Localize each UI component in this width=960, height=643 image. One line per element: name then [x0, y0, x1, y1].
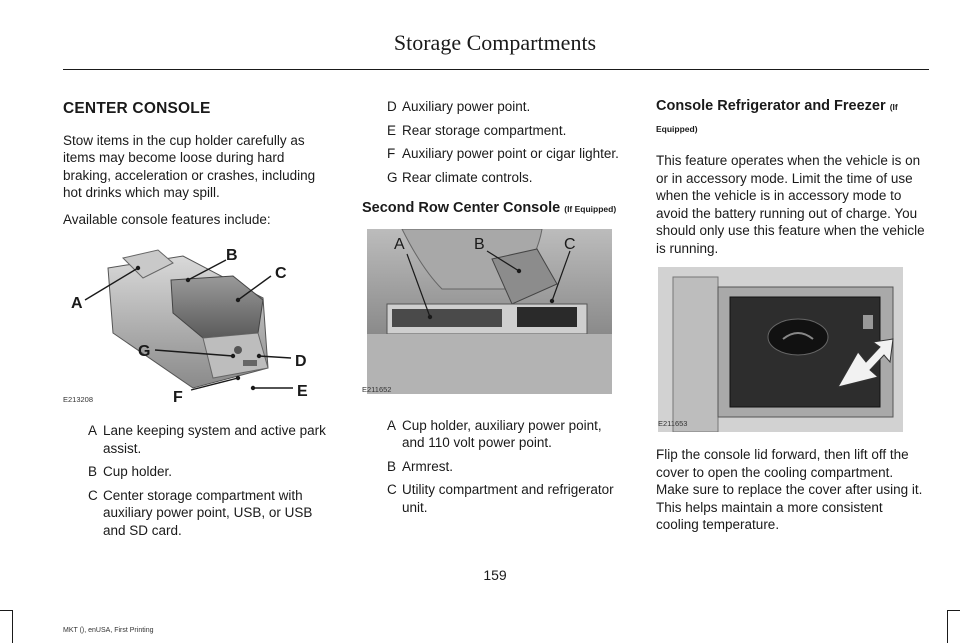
legend-text: Auxiliary power point or cigar lighter.: [402, 146, 619, 161]
figure-code: E211652: [362, 385, 392, 394]
second-row-console-heading-text: Second Row Center Console: [362, 200, 561, 216]
legend-row: C Utility compartment and refrigerator u…: [362, 481, 624, 516]
center-console-legend: A Lane keeping system and active park as…: [63, 422, 333, 539]
legend-row: B Armrest.: [362, 458, 624, 476]
second-row-console-heading: Second Row Center Console (If Equipped): [362, 200, 624, 219]
legend-text: Cup holder.: [103, 464, 173, 479]
legend-text: Armrest.: [402, 458, 454, 474]
legend-key: C: [387, 482, 397, 497]
legend-key: F: [387, 146, 396, 161]
if-equipped-note: (If: [889, 102, 898, 112]
second-row-console-figure: A B C E211652: [362, 228, 617, 399]
callout-a: A: [394, 236, 405, 253]
refrigerator-illustration: [658, 267, 903, 432]
column-1: CENTER CONSOLE Stow items in the cup hol…: [63, 92, 333, 545]
second-row-console-legend: A Cup holder, auxiliary power point, and…: [362, 417, 624, 517]
center-console-legend-continued: D Auxiliary power point. E Rear storage …: [362, 98, 624, 186]
figure-code: E213208: [63, 394, 94, 404]
legend-row: G Rear climate controls.: [362, 169, 624, 187]
callout-c: C: [564, 236, 576, 253]
legend-text: Rear climate controls.: [402, 169, 533, 185]
legend-row: D Auxiliary power point.: [362, 98, 624, 116]
refrigerator-heading-text: Console Refrigerator and Freezer: [656, 98, 886, 114]
legend-key: E: [387, 122, 397, 138]
legend-text: Center storage compartment with auxiliar…: [103, 487, 313, 538]
second-row-console-illustration: A B C: [367, 228, 612, 394]
page-number: 159: [483, 567, 507, 583]
center-console-illustration: A B C D E F G: [71, 247, 308, 406]
legend-row: C Center storage compartment with auxili…: [63, 487, 333, 540]
crop-mark: [12, 610, 13, 643]
legend-text: Auxiliary power point.: [402, 99, 531, 114]
legend-key: D: [387, 99, 397, 114]
callout-b: B: [474, 236, 485, 253]
header-rule: [63, 69, 929, 70]
edition-footer: MKT (), enUSA, First Printing: [63, 627, 154, 634]
column-2: D Auxiliary power point. E Rear storage …: [362, 98, 624, 522]
legend-row: A Cup holder, auxiliary power point, and…: [362, 417, 624, 452]
crop-mark: [947, 610, 948, 643]
crop-mark: [0, 610, 12, 611]
legend-text: Lane keeping system and active park assi…: [103, 423, 326, 456]
center-console-figure: A B C D E F G E213208: [63, 238, 331, 408]
callout-e: E: [297, 383, 308, 400]
legend-row: B Cup holder.: [63, 463, 333, 481]
refrigerator-usage-paragraph: This feature operates when the vehicle i…: [656, 153, 925, 256]
legend-text: Utility compartment and refrigerator uni…: [402, 482, 614, 515]
legend-key: G: [387, 169, 398, 185]
legend-key: C: [88, 487, 98, 503]
legend-row: A Lane keeping system and active park as…: [63, 422, 333, 457]
cup-holder-warning-paragraph: Stow items in the cup holder carefully a…: [63, 132, 316, 201]
center-console-heading: CENTER CONSOLE: [63, 100, 211, 117]
callout-a: A: [71, 295, 83, 312]
crop-mark: [948, 610, 960, 611]
legend-key: A: [387, 417, 397, 433]
callout-d: D: [295, 353, 307, 370]
features-intro-paragraph: Available console features include:: [63, 211, 271, 227]
column-3: Console Refrigerator and Freezer (If Equ…: [656, 98, 928, 543]
cooling-compartment-paragraph: Flip the console lid forward, then lift …: [656, 447, 923, 532]
legend-row: E Rear storage compartment.: [362, 122, 624, 140]
refrigerator-heading: Console Refrigerator and Freezer (If: [656, 98, 928, 117]
callout-b: B: [226, 247, 238, 264]
refrigerator-figure: E211653: [658, 267, 903, 432]
if-equipped-note-continued: Equipped): [656, 123, 698, 134]
legend-key: A: [88, 423, 98, 438]
legend-text: Cup holder, auxiliary power point, and 1…: [402, 417, 602, 451]
legend-text: Rear storage compartment.: [402, 122, 567, 138]
callout-g: G: [138, 343, 150, 360]
legend-row: F Auxiliary power point or cigar lighter…: [362, 145, 624, 163]
legend-key: B: [387, 458, 397, 474]
if-equipped-note: (If Equipped): [564, 204, 617, 214]
legend-key: B: [88, 464, 98, 479]
page-header-title: Storage Compartments: [393, 30, 597, 55]
figure-code: E211653: [658, 418, 688, 428]
callout-c: C: [275, 265, 287, 282]
callout-f: F: [173, 389, 183, 406]
